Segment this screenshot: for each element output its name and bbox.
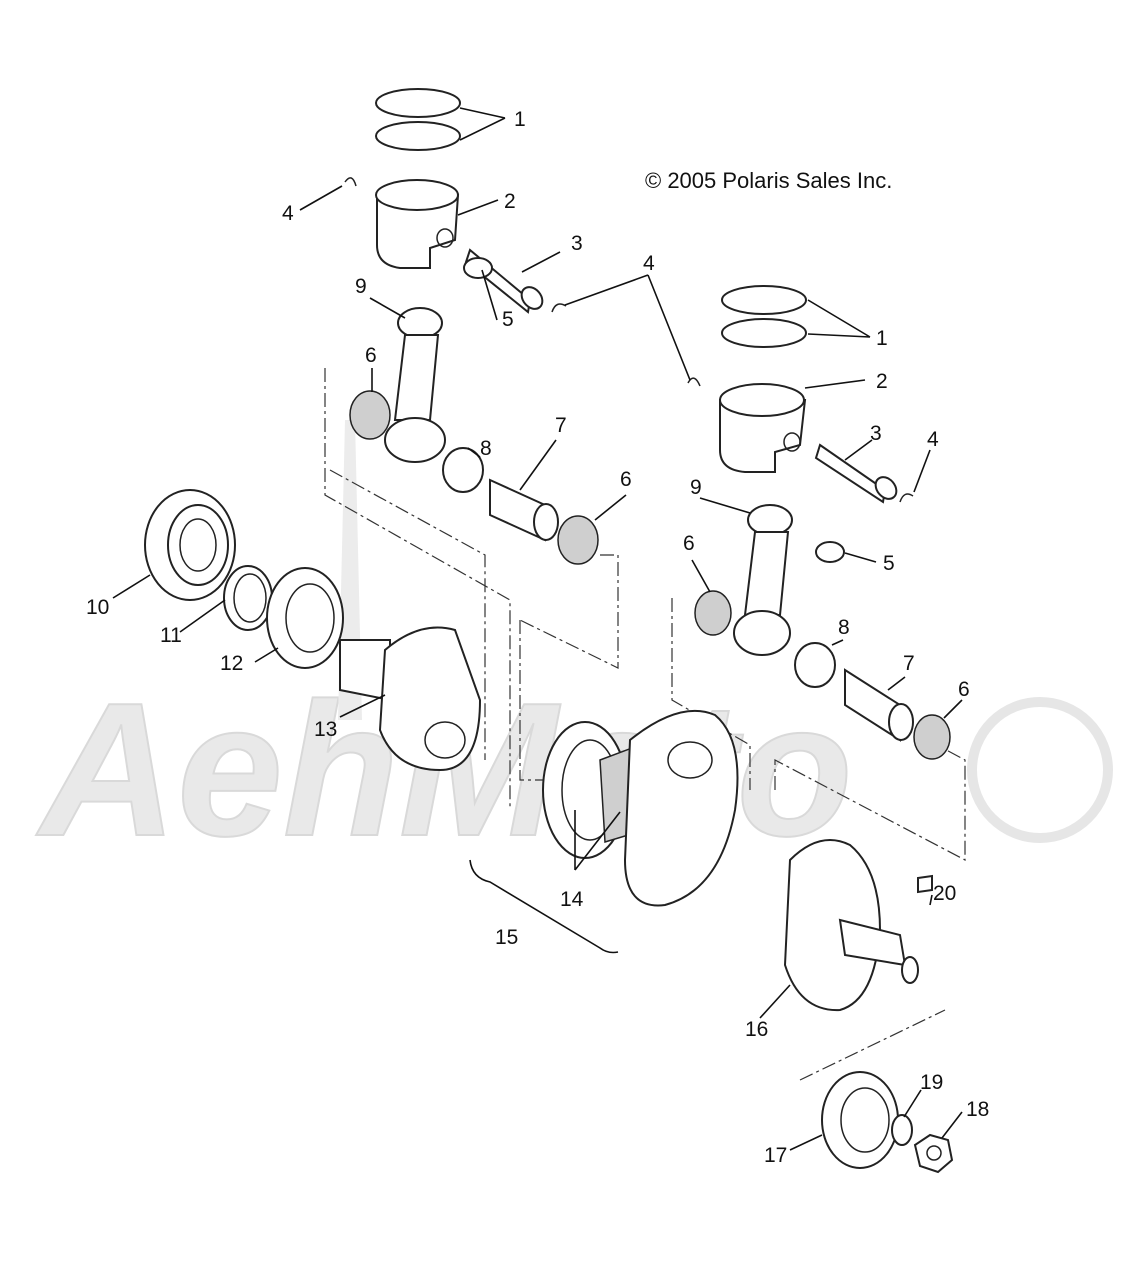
- crank-half-right: [783, 839, 919, 1012]
- callout-2-left: 2: [504, 190, 516, 213]
- leader-lines: [112, 107, 963, 1151]
- left-piston: [375, 179, 460, 269]
- right-circlip: [687, 377, 914, 503]
- callout-19: 19: [920, 1071, 943, 1094]
- right-piston-pin: [814, 443, 898, 504]
- copyright-text: © 2005 Polaris Sales Inc.: [645, 168, 892, 193]
- callout-20: 20: [933, 882, 956, 905]
- main-bearing-left: [144, 489, 236, 601]
- outer-main-bearing: [821, 1071, 899, 1169]
- left-circlip: [344, 177, 567, 313]
- left-crank-pin: [489, 478, 559, 542]
- callout-8-left: 8: [480, 437, 492, 460]
- crank-half-left: [339, 626, 482, 772]
- callout-5-right: 5: [883, 552, 895, 575]
- callout-7-left: 7: [555, 414, 567, 437]
- right-piston: [719, 383, 807, 473]
- left-piston-rings: [375, 88, 461, 151]
- right-thrust-washer: [694, 590, 951, 760]
- callout-10: 10: [86, 596, 109, 619]
- callout-1-right: 1: [876, 327, 888, 350]
- right-small-end-bearing: [815, 541, 845, 563]
- callout-14: 14: [560, 888, 584, 911]
- alignment-lines: [324, 368, 966, 1081]
- callout-4-left: 4: [282, 202, 294, 225]
- callout-labels: 1 2 3 4 4 5 6 6 7 8 9 1 2 3 4 9 5 6 8 7 …: [86, 108, 989, 1167]
- callout-3-right: 3: [870, 422, 882, 445]
- callout-2-right: 2: [876, 370, 888, 393]
- right-big-end-bearing: [794, 642, 836, 688]
- callout-4-shared: 4: [643, 252, 655, 275]
- callout-6-left-b: 6: [620, 468, 632, 491]
- callout-13: 13: [314, 718, 337, 741]
- callout-8-right: 8: [838, 616, 850, 639]
- washer: [891, 1114, 913, 1146]
- watermark-wheel-icon: [967, 697, 1113, 843]
- callout-4-right: 4: [927, 428, 939, 451]
- bracket-15: [469, 859, 619, 954]
- spacer-ring: [223, 565, 273, 631]
- callout-9-right: 9: [690, 476, 702, 499]
- main-bearing-inner: [266, 567, 344, 669]
- callout-1-left: 1: [514, 108, 526, 131]
- callout-17: 17: [764, 1144, 787, 1167]
- right-piston-rings: [721, 285, 807, 348]
- left-thrust-washer: [349, 390, 599, 565]
- right-connecting-rod: [733, 504, 793, 656]
- left-small-end-bearing: [463, 257, 493, 279]
- callout-9-left: 9: [355, 275, 367, 298]
- callout-16: 16: [745, 1018, 768, 1041]
- callout-7-right: 7: [903, 652, 915, 675]
- callout-12: 12: [220, 652, 243, 675]
- callout-18: 18: [966, 1098, 989, 1121]
- callout-6-right-b: 6: [958, 678, 970, 701]
- callout-3-left: 3: [571, 232, 583, 255]
- left-big-end-bearing: [442, 447, 484, 493]
- callout-6-right-a: 6: [683, 532, 695, 555]
- center-crank-assembly: [542, 709, 739, 907]
- right-crank-pin: [844, 668, 914, 742]
- crank-nut: [913, 1133, 954, 1174]
- callout-11: 11: [160, 624, 182, 647]
- callout-5-left: 5: [502, 308, 514, 331]
- woodruff-key: [917, 874, 933, 894]
- left-connecting-rod: [384, 307, 446, 463]
- callout-6-left-a: 6: [365, 344, 377, 367]
- callout-15: 15: [495, 926, 518, 949]
